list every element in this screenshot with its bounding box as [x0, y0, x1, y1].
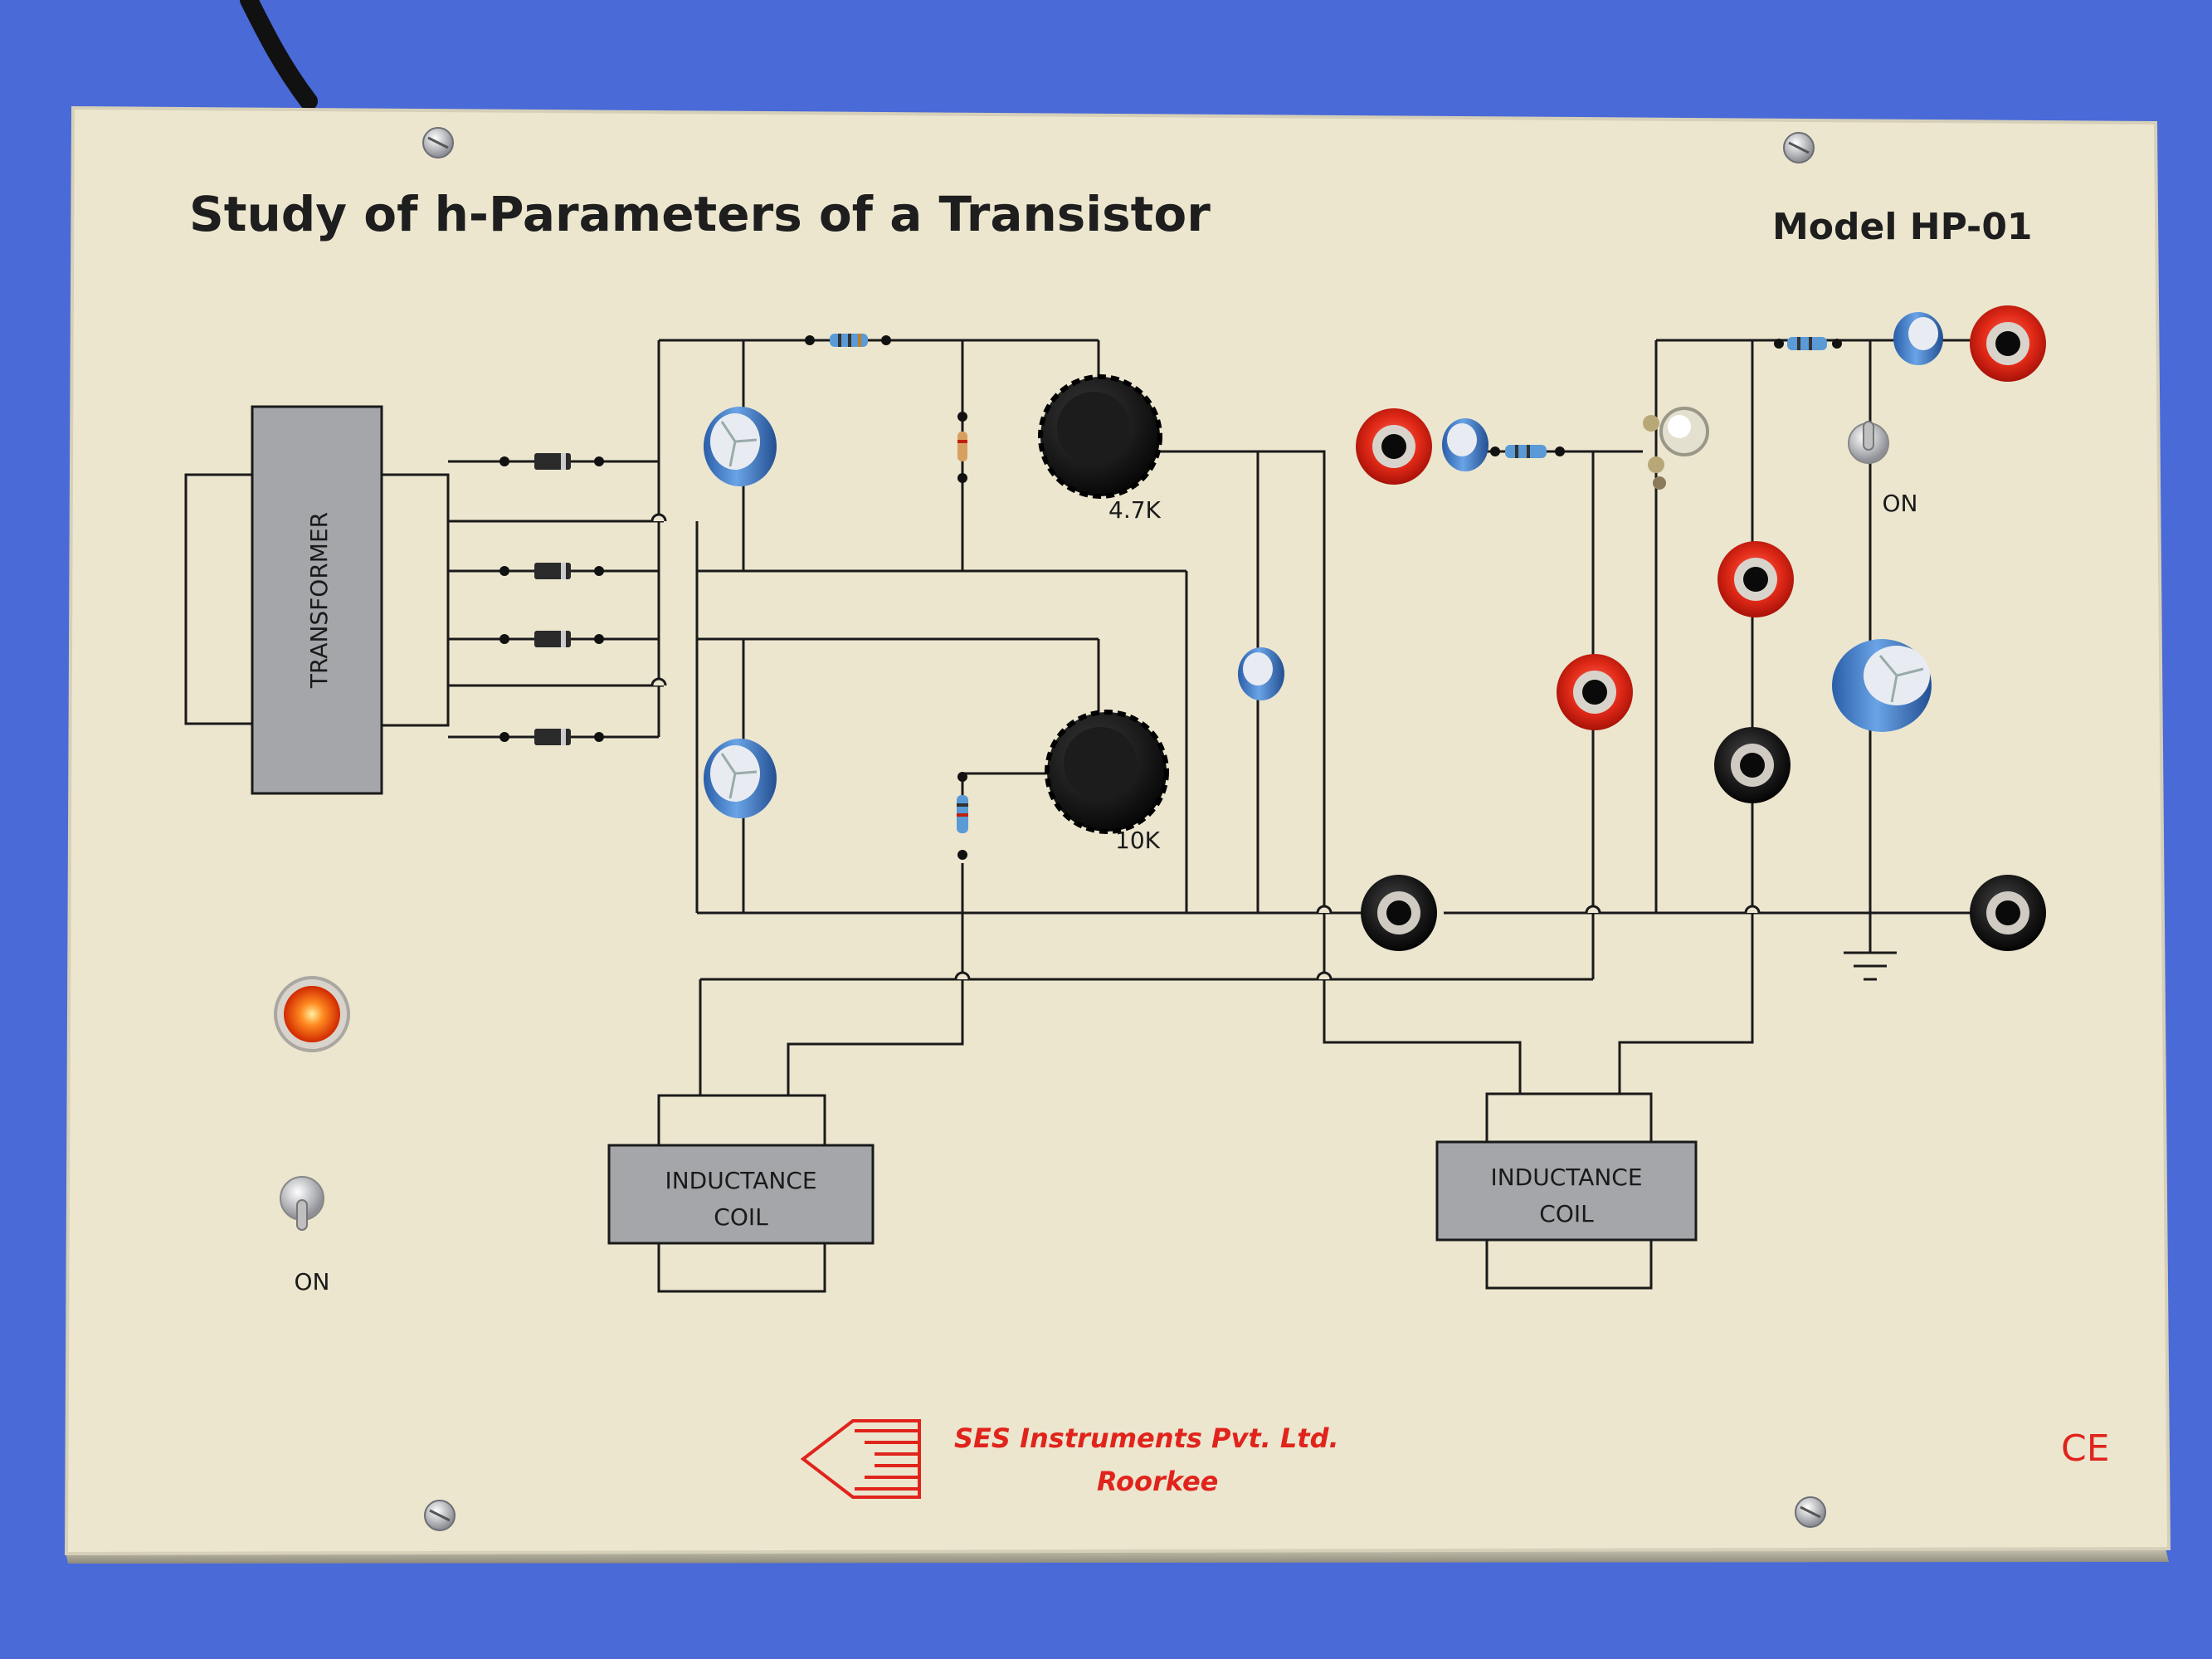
maker-name: SES Instruments Pvt. Ltd. [954, 1422, 1339, 1454]
coil-right-line2: COIL [1539, 1200, 1594, 1227]
resistor [805, 334, 891, 347]
screw [1783, 132, 1815, 163]
switch-label-right: ON [1883, 490, 1918, 517]
transformer-block: TRANSFORMER [251, 405, 383, 795]
socket-black[interactable] [1970, 875, 2046, 951]
resistor [957, 412, 967, 483]
power-led-indicator [274, 976, 350, 1052]
capacitor [1238, 647, 1284, 700]
capacitor [704, 407, 777, 486]
wire-crossover [650, 513, 1761, 980]
capacitor [1832, 639, 1932, 732]
switch-label-left: ON [295, 1268, 330, 1295]
resistor [957, 772, 968, 860]
diode [499, 453, 604, 470]
diode [499, 563, 604, 579]
model-label: Model HP-01 [1772, 206, 2033, 248]
maker-city: Roorkee [1097, 1466, 1218, 1497]
transformer-label: TRANSFORMER [305, 512, 333, 689]
screw [424, 1500, 456, 1531]
coil-left-line2: COIL [714, 1203, 768, 1231]
ce-mark: CE [2061, 1427, 2110, 1470]
toggle-switch-left[interactable] [280, 1176, 324, 1231]
capacitor [1442, 418, 1488, 471]
socket-black[interactable] [1361, 875, 1437, 951]
maker-logo [800, 1419, 921, 1499]
socket-red[interactable] [1970, 305, 2046, 382]
board-title: Study of h-Parameters of a Transistor [189, 186, 1211, 242]
socket-red[interactable] [1557, 654, 1633, 730]
socket-red[interactable] [1356, 408, 1432, 485]
diode [499, 631, 604, 647]
pot-label-10k: 10K [1115, 827, 1161, 854]
socket-red[interactable] [1717, 541, 1794, 617]
transistor [1643, 407, 1709, 490]
resistor [1490, 445, 1565, 458]
potentiometer-knob-4-7k[interactable] [1038, 374, 1162, 499]
screw [1795, 1496, 1826, 1528]
coil-left-line1: INDUCTANCE [665, 1167, 816, 1194]
screw [422, 127, 454, 159]
potentiometer-knob-10k[interactable] [1045, 710, 1169, 834]
diode [499, 729, 604, 745]
power-cord [240, 0, 318, 110]
pot-label-4-7k: 4.7K [1108, 496, 1162, 524]
coil-right-line1: INDUCTANCE [1490, 1164, 1642, 1191]
inductance-coil-left: INDUCTANCE COIL [607, 1144, 875, 1245]
inductance-coil-right: INDUCTANCE COIL [1435, 1140, 1698, 1242]
socket-black[interactable] [1714, 727, 1791, 803]
toggle-switch-right[interactable] [1848, 421, 1889, 464]
capacitor [1893, 312, 1943, 365]
capacitor [704, 739, 777, 818]
resistor [1774, 337, 1842, 350]
